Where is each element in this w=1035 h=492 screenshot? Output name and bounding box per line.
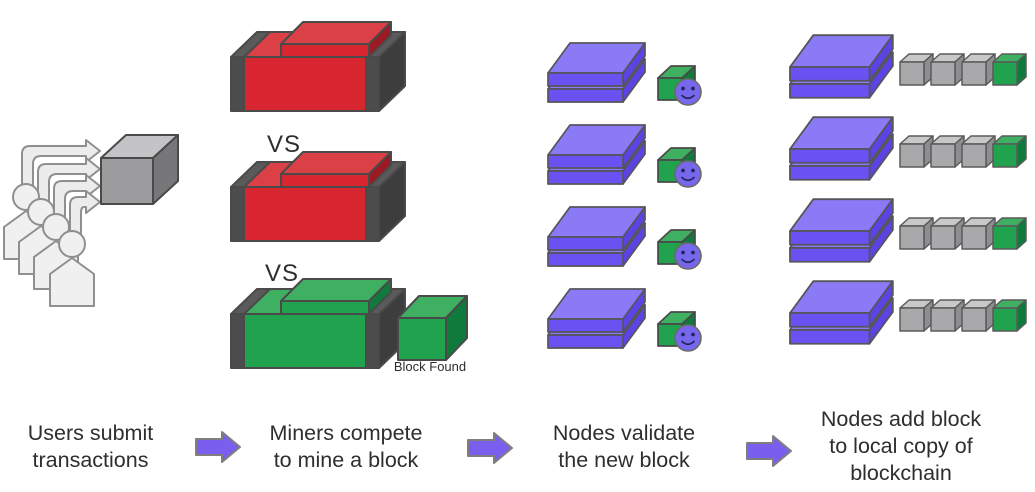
caption-line: the new block xyxy=(558,448,690,472)
step-caption-validate: Nodes validate the new block xyxy=(528,420,720,474)
caption-line: Nodes validate xyxy=(552,421,696,445)
node-ledger-icon xyxy=(790,281,893,344)
caption-line: Miners compete xyxy=(269,421,423,445)
flow-arrow-icon xyxy=(467,432,513,464)
node-ledger-icon xyxy=(548,43,645,102)
caption-line: Users submit xyxy=(27,421,154,445)
validating-node-row xyxy=(548,289,702,352)
miner-machine-green-icon xyxy=(230,278,406,369)
node-ledger-icon xyxy=(790,117,893,180)
node-ledger-icon xyxy=(790,199,893,262)
node-smiley-icon xyxy=(674,324,702,352)
caption-line: to mine a block xyxy=(273,448,419,472)
node-ledger-icon xyxy=(548,207,645,266)
step-caption-users: Users submit transactions xyxy=(3,420,178,474)
flow-arrow-icon xyxy=(746,435,792,467)
step-caption-add-block: Nodes add block to local copy of blockch… xyxy=(801,406,1001,487)
node-smiley-icon xyxy=(674,78,702,106)
vs-label-bottom: VS xyxy=(264,260,299,287)
caption-line: blockchain xyxy=(850,461,952,485)
adding-node-row xyxy=(790,199,1027,262)
caption-line: transactions xyxy=(32,448,149,472)
node-ledger-icon xyxy=(548,125,645,184)
validating-node-row xyxy=(548,43,702,106)
node-smiley-icon xyxy=(674,242,702,270)
adding-node-row xyxy=(790,281,1027,344)
vs-label-top: VS xyxy=(266,131,301,158)
submit-arrows-icon xyxy=(21,139,101,243)
node-ledger-icon xyxy=(790,35,893,98)
adding-node-row xyxy=(790,117,1027,180)
miner-machine-red-1-icon xyxy=(230,21,406,112)
block-found-label: Block Found xyxy=(393,359,467,374)
adding-node-row xyxy=(790,35,1027,98)
users-group xyxy=(3,134,179,307)
blockchain-cubes-icon xyxy=(899,135,1027,168)
blockchain-cubes-icon xyxy=(899,53,1027,86)
step-caption-miners: Miners compete to mine a block xyxy=(246,420,446,474)
blockchain-cubes-icon xyxy=(899,299,1027,332)
flow-arrow-icon xyxy=(195,431,241,463)
caption-line: to local copy of xyxy=(829,434,973,458)
node-ledger-icon xyxy=(548,289,645,348)
blockchain-cubes-icon xyxy=(899,217,1027,250)
transaction-block-icon xyxy=(100,134,179,205)
validating-nodes-group xyxy=(548,43,702,352)
adding-nodes-group xyxy=(790,35,1027,344)
miner-machine-red-2-icon xyxy=(230,151,406,242)
validating-node-row xyxy=(548,125,702,188)
node-smiley-icon xyxy=(674,160,702,188)
validating-node-row xyxy=(548,207,702,270)
caption-line: Nodes add block xyxy=(820,407,982,431)
found-block-cube-icon xyxy=(397,295,468,361)
